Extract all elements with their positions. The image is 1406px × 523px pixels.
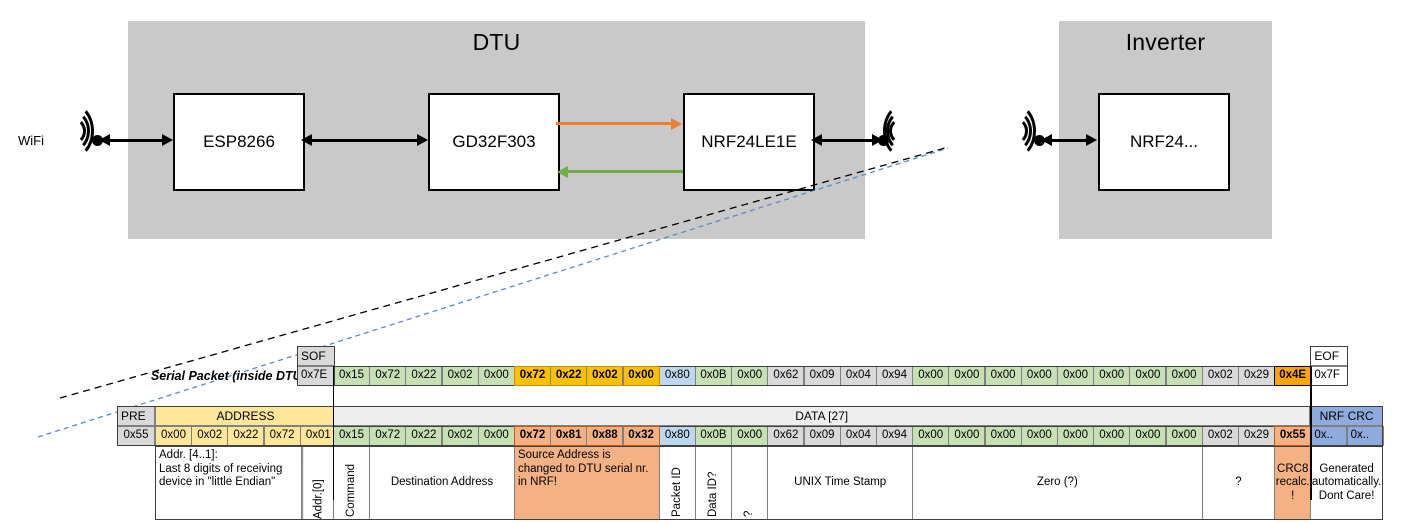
serial-eof-frame — [1310, 346, 1349, 386]
gd32-nrf-tx-line — [556, 122, 672, 125]
chip-nrf24-label: NRF24... — [1129, 132, 1199, 151]
desc-zero: Zero (?) — [912, 446, 1203, 520]
nrf-antenna-link — [822, 139, 874, 142]
nrf-crc8-emphasis — [1274, 426, 1312, 446]
chip-gd32f303-label: GD32F303 — [452, 132, 536, 151]
inverter-antenna-arrow-right — [1086, 134, 1097, 146]
payload-end-divider — [1310, 366, 1312, 500]
esp-gd32-arrow-right — [417, 134, 428, 146]
serial-source-emphasis — [514, 366, 660, 386]
nrf-gd32-rx-arrow — [557, 165, 568, 178]
block-diagram: DTU Inverter ESP8266 GD32F303 NRF24LE1E … — [0, 0, 1406, 260]
wifi-label: WiFi — [18, 133, 44, 148]
nrf-gd32-rx-line — [568, 170, 683, 173]
wifi-esp-arrow-left — [99, 134, 110, 146]
wifi-esp-arrow-right — [162, 134, 173, 146]
desc-nrf-crc: Generated automatically. Dont Care! — [1310, 446, 1383, 520]
desc-source: Source Address is changed to DTU serial … — [514, 446, 660, 520]
chip-esp8266: ESP8266 — [173, 93, 305, 191]
chip-nrf24le1e: NRF24LE1E — [683, 93, 815, 191]
nrf-antenna-arrow-left — [811, 134, 822, 146]
desc-destination: Destination Address — [369, 446, 515, 520]
inverter-antenna-link — [1043, 139, 1087, 142]
wifi-esp-link — [101, 139, 163, 142]
chip-gd32f303: GD32F303 — [428, 93, 560, 191]
serial-payload-frame — [333, 366, 1312, 386]
desc-crc8: CRC8 recalc. ! — [1274, 446, 1312, 520]
serial-row-frame — [297, 346, 335, 386]
inverter-antenna-arrow-left — [1041, 134, 1052, 146]
payload-start-divider — [332, 366, 334, 500]
serial-crc-emphasis — [1274, 366, 1312, 386]
chip-nrf24: NRF24... — [1098, 93, 1230, 191]
inverter-enclosure: Inverter — [1059, 21, 1272, 239]
nrf-payload-frame — [333, 426, 1312, 446]
desc-timestamp: UNIX Time Stamp — [767, 446, 913, 520]
nrf-antenna-arrow-right — [872, 134, 883, 146]
chip-nrf24le1e-label: NRF24LE1E — [701, 132, 797, 151]
inverter-title: Inverter — [1125, 29, 1206, 55]
dtu-title: DTU — [472, 29, 521, 55]
chip-esp8266-label: ESP8266 — [203, 132, 275, 151]
nrf-address-header: ADDRESS — [155, 406, 336, 426]
esp-gd32-link — [312, 139, 418, 142]
esp-gd32-arrow-left — [301, 134, 312, 146]
desc-unknown-2: ? — [1201, 446, 1275, 520]
nrf-desc-frame — [155, 446, 1383, 520]
gd32-nrf-tx-arrow — [671, 117, 682, 130]
desc-address: Addr. [4..1]: Last 8 digits of receiving… — [155, 446, 302, 520]
serial-packet-label: Serial Packet (inside DTU!) — [150, 369, 310, 383]
nrf-source-emphasis — [514, 426, 660, 446]
